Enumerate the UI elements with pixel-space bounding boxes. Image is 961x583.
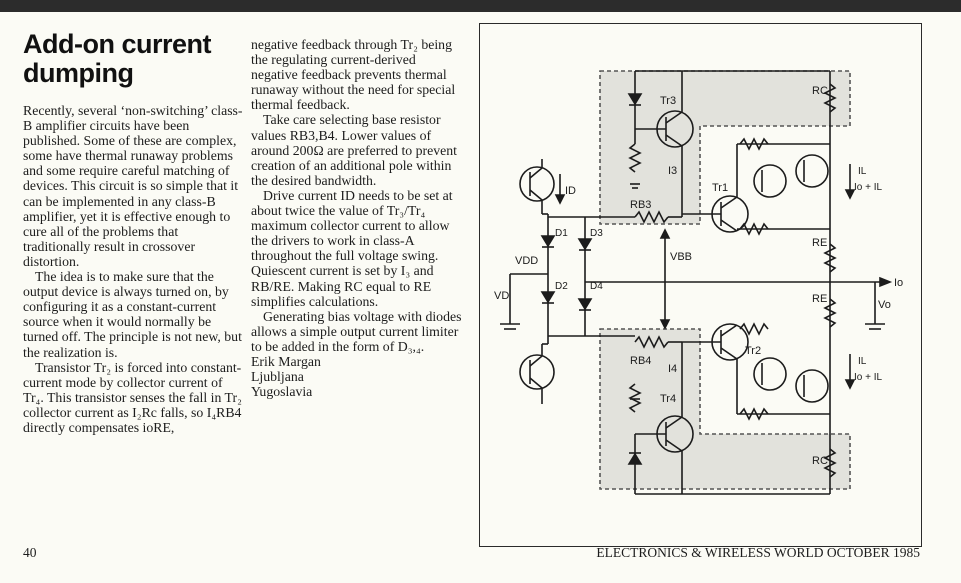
paragraph-idea: The idea is to make sure that the output… [23,269,242,360]
text-column-2: negative feedback through Tr₂ being the … [251,37,463,399]
top-rule [0,0,961,12]
circuit-diagram: Tr3 Tr4 Tr1 Tr2 RB3 RB4 RC RC RE RE I3 I… [494,70,903,495]
label-re-top: RE [812,237,827,249]
shade-region-bottom [599,328,851,490]
author-name: Erik Margan [251,353,321,369]
label-i4: I4 [668,363,677,375]
paragraph-bias: Generating bias voltage with diodes allo… [251,308,462,354]
resistor-re-top [823,243,837,273]
author-city: Ljubljana [251,369,304,385]
label-vd: VD [494,290,509,302]
label-i3: I3 [668,165,677,177]
output-transistor-top-2 [795,154,829,188]
output-transistor-bottom-2 [795,369,829,403]
label-d3: D3 [590,228,603,239]
label-rc-top: RC [812,85,828,97]
paragraph-intro: Recently, several ‘non-switching’ class-… [23,103,243,269]
resistor-rc-top [823,83,837,113]
paragraph-resistors: Take care selecting base resistor values… [251,112,457,188]
label-iol-top: Io + IL [854,182,883,193]
label-il-top: IL [858,166,867,177]
paragraph-transistor: Transistor Tr₂ is forced into constant-c… [23,359,242,435]
label-il-bottom: IL [858,356,867,367]
author-country: Yugoslavia [251,384,313,400]
label-d1: D1 [555,228,568,239]
page-number: 40 [23,545,37,560]
label-rb4: RB4 [630,355,651,367]
label-vo: Vo [878,299,891,311]
text-column-1: Recently, several ‘non-switching’ class-… [23,103,243,435]
journal-footer: ELECTRONICS & WIRELESS WORLD OCTOBER 198… [596,545,920,560]
label-iol-bottom: Io + IL [854,372,883,383]
label-tr2: Tr2 [745,345,761,357]
label-tr3: Tr3 [660,95,676,107]
output-transistor-bottom-1 [753,357,787,391]
label-vbb: VBB [670,251,692,263]
label-id: ID [565,185,576,197]
paragraph-drive-current: Drive current ID needs to be set at abou… [251,187,453,309]
output-transistor-top-1 [753,164,787,198]
driver-transistor-top [519,166,555,202]
label-io: Io [894,277,903,289]
label-rb3: RB3 [630,199,651,211]
label-tr4: Tr4 [660,393,676,405]
resistor-re-bottom [823,298,837,328]
paragraph-feedback: negative feedback through Tr₂ being the … [251,37,456,113]
label-rc-bottom: RC [812,455,828,467]
shade-region-top [599,70,851,225]
resistor-rc-bottom [823,448,837,478]
driver-transistor-bottom [519,354,555,390]
label-tr1: Tr1 [712,182,728,194]
label-d4: D4 [590,281,603,292]
label-re-bottom: RE [812,293,827,305]
label-d2: D2 [555,281,568,292]
label-vdd: VDD [515,255,538,267]
circuit-figure: Tr3 Tr4 Tr1 Tr2 RB3 RB4 RC RC RE RE I3 I… [479,23,922,547]
